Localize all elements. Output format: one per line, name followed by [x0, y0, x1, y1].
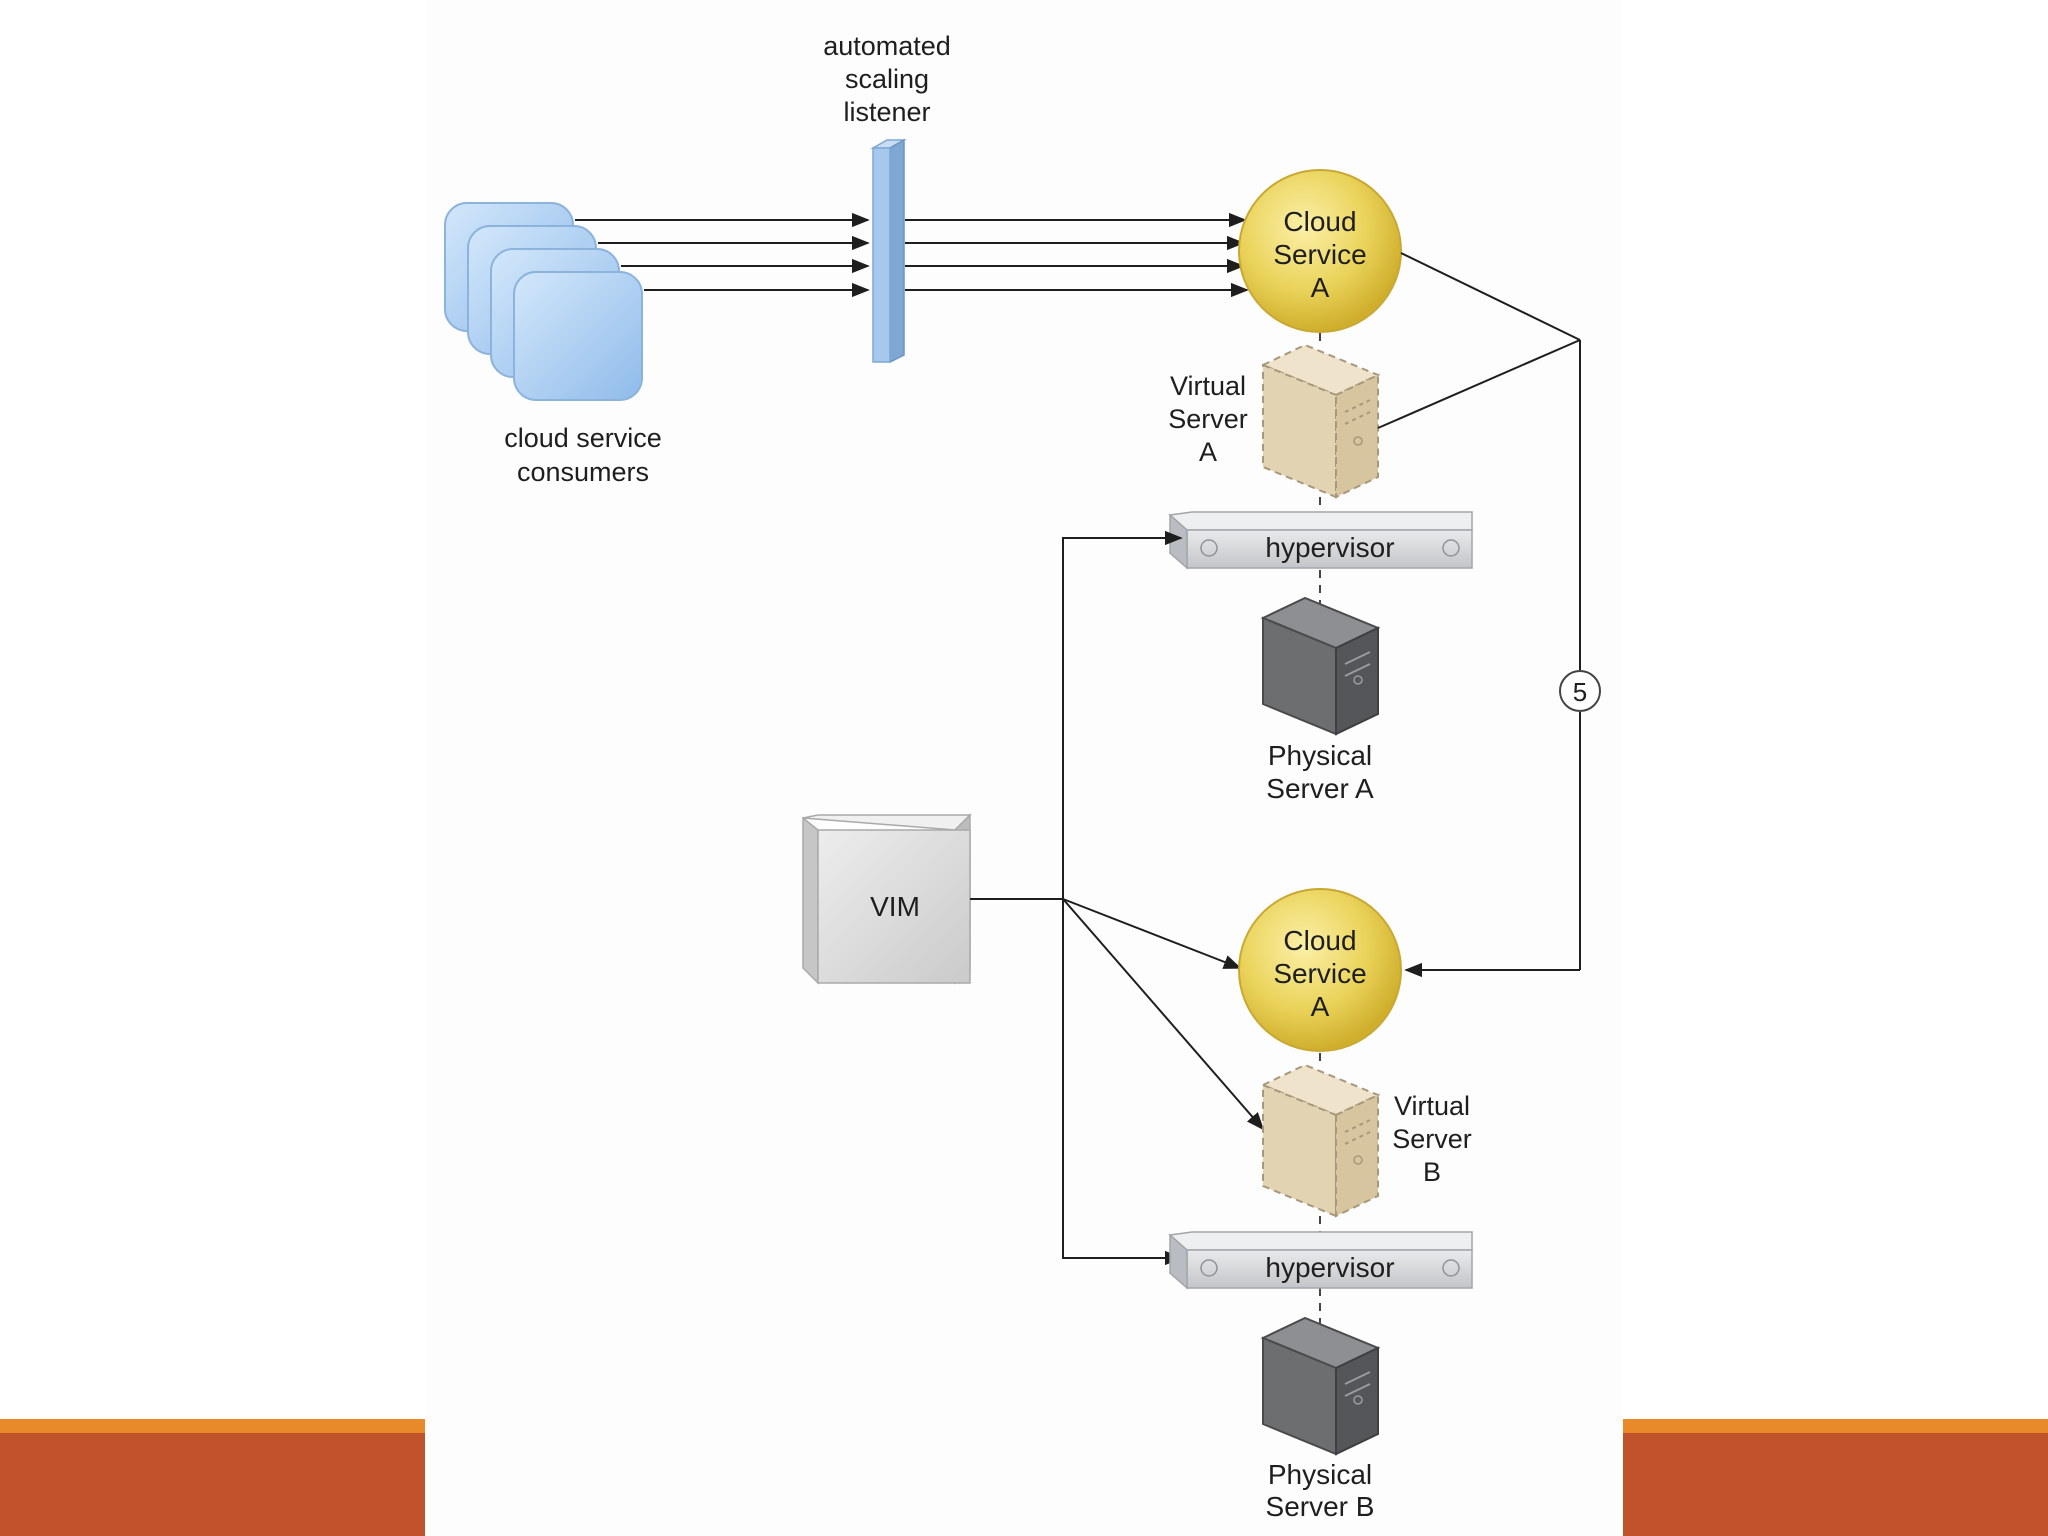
physical-server-a-line1: Physical	[1268, 740, 1372, 771]
hypervisor-top-icon	[1168, 511, 1473, 570]
scaling-replication-path	[1377, 252, 1581, 978]
step-5-label: 5	[1573, 677, 1587, 707]
vim-icon	[802, 813, 972, 985]
consumer-request-arrows	[575, 212, 870, 298]
virtual-server-b-line1: Virtual	[1394, 1091, 1470, 1121]
step-5-badge	[1559, 670, 1601, 712]
listener-label-line2: scaling	[845, 64, 929, 94]
physical-server-b-line1: Physical	[1268, 1459, 1372, 1490]
virtual-server-b-line3: B	[1423, 1157, 1441, 1187]
right-accent-stripe	[1623, 1419, 2048, 1433]
vim-label: VIM	[870, 891, 920, 922]
hypervisor-top-label: hypervisor	[1265, 532, 1394, 563]
virtual-server-b-line2: Server	[1392, 1124, 1472, 1154]
right-accent-band	[1623, 1419, 2048, 1536]
virtual-server-a-icon	[1260, 343, 1381, 499]
physical-server-b-icon	[1260, 1316, 1381, 1456]
vim-control-arrows	[970, 530, 1265, 1266]
listener-label-line1: automated	[823, 31, 951, 61]
virtual-server-a-line2: Server	[1168, 404, 1248, 434]
cloud-service-a-bottom-line2: Service	[1273, 958, 1366, 989]
cloud-service-a-bottom	[1238, 888, 1402, 1052]
listener-label-line3: listener	[843, 97, 930, 127]
cloud-service-a-top	[1238, 169, 1402, 333]
cloud-service-a-bottom-line1: Cloud	[1283, 925, 1356, 956]
cloud-service-consumers-icon	[444, 202, 643, 401]
virtual-server-a-line3: A	[1199, 437, 1217, 467]
cloud-service-a-bottom-line3: A	[1311, 991, 1330, 1022]
virtual-server-a-line1: Virtual	[1170, 371, 1246, 401]
hypervisor-bottom-icon	[1168, 1231, 1473, 1290]
automated-scaling-listener-icon	[870, 138, 907, 364]
left-accent-stripe	[0, 1419, 425, 1433]
virtual-server-b-icon	[1260, 1063, 1381, 1218]
physical-server-a-icon	[1260, 596, 1381, 736]
left-accent-band	[0, 1419, 425, 1536]
cloud-service-a-top-line3: A	[1311, 272, 1330, 303]
consumers-label-line1: cloud service	[504, 423, 662, 453]
hypervisor-bottom-label: hypervisor	[1265, 1252, 1394, 1283]
listener-forward-arrows	[905, 212, 1249, 298]
cloud-service-a-top-line2: Service	[1273, 239, 1366, 270]
consumers-label-line2: consumers	[517, 457, 649, 487]
physical-server-a-line2: Server A	[1266, 773, 1374, 804]
cloud-service-a-top-line1: Cloud	[1283, 206, 1356, 237]
physical-server-b-line2: Server B	[1266, 1491, 1375, 1522]
